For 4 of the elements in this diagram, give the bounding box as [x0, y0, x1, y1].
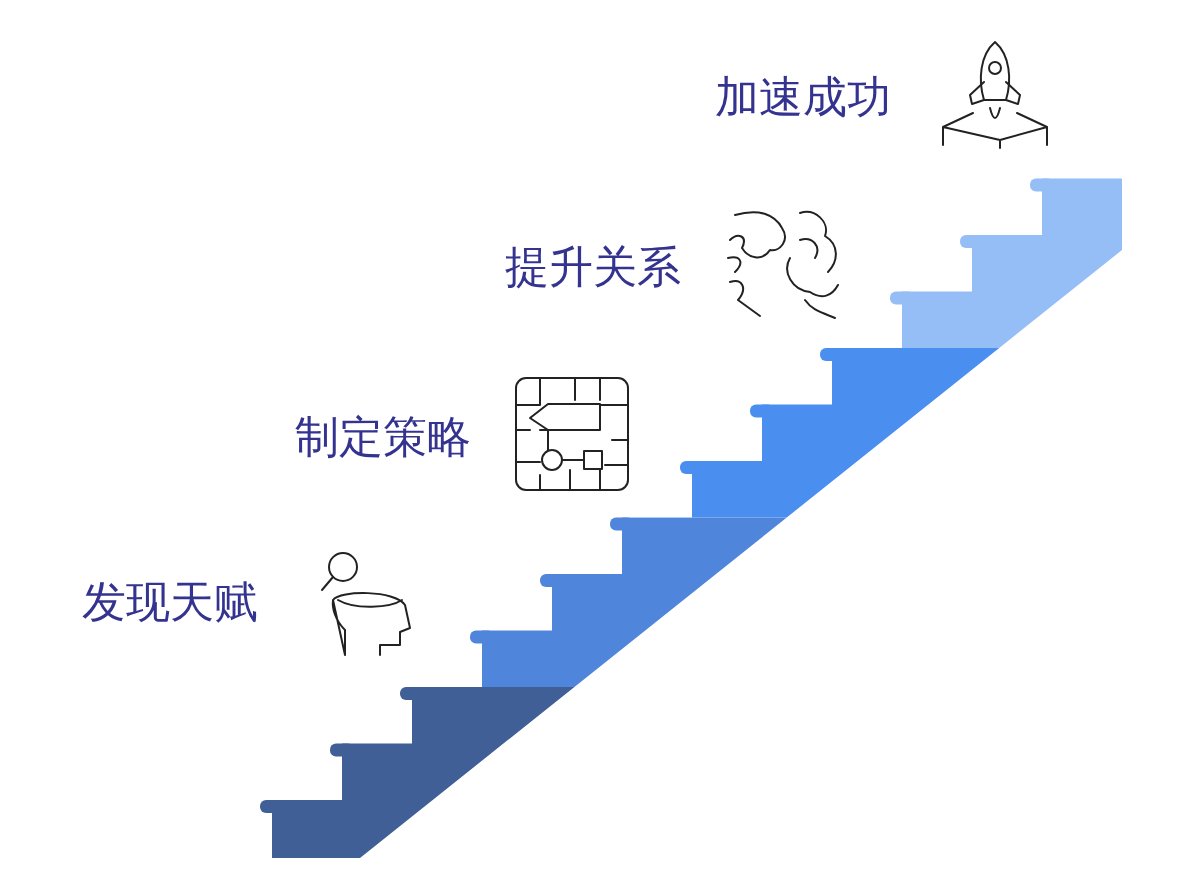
step-label: 制定策略: [295, 415, 471, 459]
step-label: 提升关系: [505, 245, 681, 289]
step-label: 发现天赋: [82, 580, 258, 624]
step-label: 加速成功: [715, 75, 891, 119]
